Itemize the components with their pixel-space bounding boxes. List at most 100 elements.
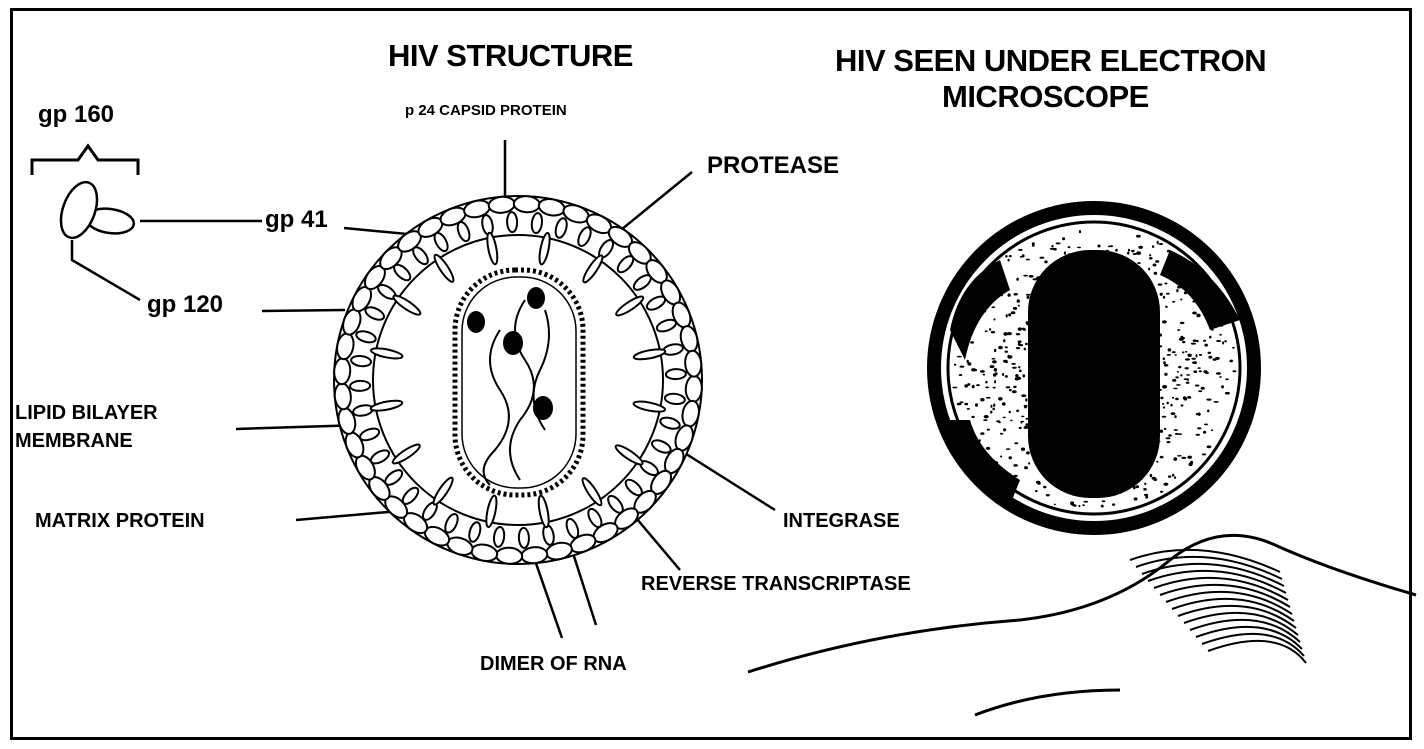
stipple-dot <box>1162 403 1165 405</box>
stipple-dot <box>1018 366 1020 368</box>
stipple-dot <box>1160 456 1164 459</box>
stipple-dot <box>1165 283 1168 285</box>
stipple-dot <box>1039 257 1044 259</box>
stipple-dot <box>1077 247 1081 249</box>
stipple-dot <box>1082 504 1085 506</box>
stipple-dot <box>1019 427 1022 429</box>
stipple-dot <box>1207 445 1212 448</box>
stipple-dot <box>1196 314 1200 318</box>
integrase-enzyme <box>503 331 523 355</box>
stipple-dot <box>970 425 973 427</box>
matrix-protein-unit <box>666 369 686 380</box>
stipple-dot <box>1180 336 1183 338</box>
protease-enzyme <box>467 311 485 333</box>
stipple-dot <box>1112 503 1115 505</box>
stipple-dot <box>1046 494 1050 496</box>
stipple-dot <box>981 310 986 313</box>
protease-label: PROTEASE <box>707 153 839 178</box>
stipple-dot <box>1180 322 1185 324</box>
stipple-dot <box>1176 289 1178 292</box>
stipple-dot <box>1136 251 1141 255</box>
stipple-dot <box>1005 255 1007 258</box>
stipple-dot <box>1193 340 1198 342</box>
stipple-dot <box>1219 376 1222 378</box>
reverse-transcriptase-label: REVERSE TRANSCRIPTASE <box>641 574 911 595</box>
stipple-dot <box>1198 390 1202 392</box>
stipple-dot <box>1159 243 1163 245</box>
matrix-protein-unit <box>350 381 370 392</box>
stipple-dot <box>992 299 996 301</box>
stipple-dot <box>1079 230 1081 233</box>
stipple-dot <box>1182 274 1185 277</box>
stipple-dot <box>994 318 996 320</box>
stipple-dot <box>1012 367 1017 369</box>
stipple-dot <box>962 421 967 423</box>
stipple-dot <box>970 341 974 344</box>
stipple-dot <box>1011 311 1016 314</box>
stipple-dot <box>1190 461 1193 464</box>
stipple-dot <box>1062 237 1065 240</box>
stipple-dot <box>1158 283 1163 285</box>
stipple-dot <box>1183 269 1187 272</box>
em-dense-core <box>1028 250 1160 498</box>
stipple-dot <box>1003 339 1005 342</box>
stipple-dot <box>1208 352 1212 354</box>
stipple-dot <box>1172 474 1174 477</box>
stipple-dot <box>995 372 998 375</box>
stipple-dot <box>1021 416 1024 418</box>
stipple-dot <box>1007 332 1012 335</box>
stipple-dot <box>1020 421 1024 423</box>
stipple-dot <box>1006 448 1011 450</box>
stipple-dot <box>1013 307 1017 310</box>
stipple-dot <box>1006 314 1008 318</box>
lipid-bilayer-label-line1: LIPID BILAYER <box>15 403 158 424</box>
stipple-dot <box>1219 323 1223 326</box>
stipple-dot <box>1164 373 1167 376</box>
cell-hatch-line <box>1172 599 1294 621</box>
stipple-dot <box>1154 272 1158 275</box>
stipple-dot <box>956 327 960 330</box>
stipple-dot <box>1021 448 1025 451</box>
stipple-dot <box>1005 375 1008 378</box>
stipple-dot <box>1160 430 1163 433</box>
stipple-dot <box>986 397 991 399</box>
stipple-dot <box>1108 246 1111 248</box>
stipple-dot <box>1150 474 1152 477</box>
stipple-dot <box>1153 264 1157 267</box>
em-title-line2: MICROSCOPE <box>942 81 1149 114</box>
lipid-bilayer-label-line2: MEMBRANE <box>15 431 133 452</box>
stipple-dot <box>1221 385 1224 388</box>
structure-title: HIV STRUCTURE <box>388 40 633 73</box>
stipple-dot <box>1181 404 1184 406</box>
stipple-dot <box>1184 278 1187 280</box>
stipple-dot <box>1018 305 1020 307</box>
stipple-dot <box>1163 357 1165 360</box>
stipple-dot <box>1167 402 1169 405</box>
stipple-dot <box>1229 360 1233 363</box>
stipple-dot <box>988 279 991 282</box>
stipple-dot <box>993 387 996 389</box>
stipple-dot <box>965 337 968 340</box>
stipple-dot <box>1144 483 1146 486</box>
stipple-dot <box>1008 293 1011 296</box>
stipple-dot <box>1006 386 1011 388</box>
stipple-dot <box>1028 462 1030 464</box>
stipple-dot <box>993 404 995 407</box>
stipple-dot <box>1003 417 1006 419</box>
stipple-dot <box>1199 370 1202 372</box>
stipple-dot <box>962 321 966 325</box>
cell-hatch-line <box>1160 585 1290 607</box>
stipple-dot <box>1015 377 1019 380</box>
stipple-dot <box>1192 312 1197 315</box>
stipple-dot <box>1064 251 1066 254</box>
stipple-dot <box>972 385 975 389</box>
stipple-dot <box>1024 466 1028 469</box>
stipple-dot <box>1164 428 1166 430</box>
stipple-dot <box>1134 497 1138 500</box>
stipple-dot <box>1185 358 1190 360</box>
stipple-dot <box>1004 474 1007 477</box>
stipple-dot <box>1131 250 1135 253</box>
matrix-protein-unit <box>519 528 530 548</box>
stipple-dot <box>1174 268 1176 270</box>
